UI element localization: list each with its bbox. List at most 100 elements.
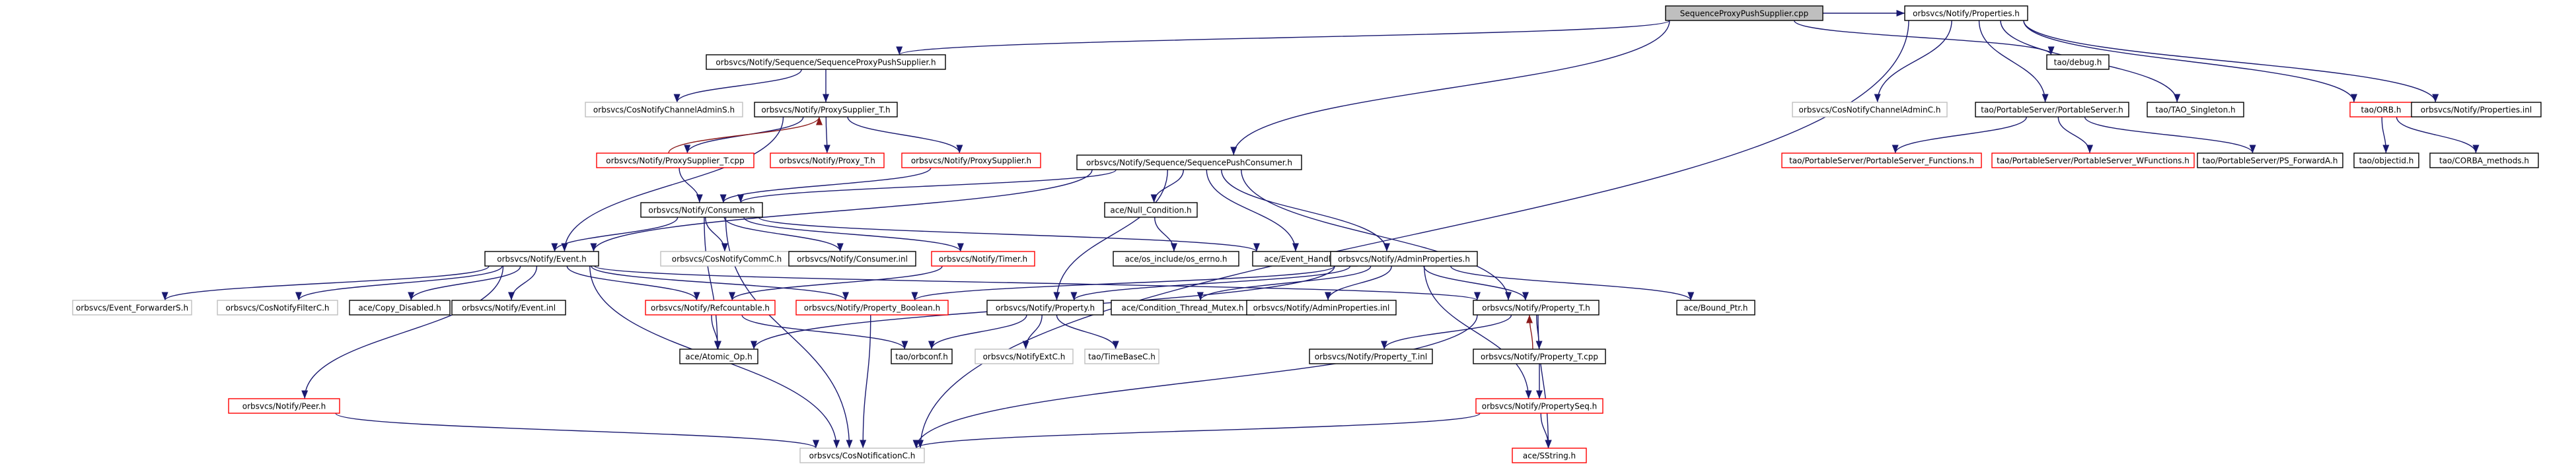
node-ace-condition-thread-mutex-h[interactable]: ace/Condition_Thread_Mutex.h: [1111, 300, 1255, 316]
node-orbsvcs-notify-property-boolean-h[interactable]: orbsvcs/Notify/Property_Boolean.h: [795, 300, 949, 316]
node-box: [1473, 349, 1606, 364]
node-label: orbsvcs/Notify/Proxy_T.h: [779, 156, 875, 166]
node-orbsvcs-notifyextc-h: orbsvcs/NotifyExtC.h: [975, 349, 1074, 364]
node-sequenceproxypushsupplier-cpp[interactable]: SequenceProxyPushSupplier.cpp: [1665, 5, 1823, 21]
node-label: ace/Condition_Thread_Mutex.h: [1122, 304, 1244, 313]
node-box: [986, 300, 1104, 316]
node-orbsvcs-cosnotifychanneladminc-h: orbsvcs/CosNotifyChannelAdminC.h: [1792, 102, 1948, 117]
edge-n7-to-n26: [1241, 169, 1512, 301]
node-tao-orb-h[interactable]: tao/ORB.h: [2349, 102, 2413, 117]
edge-n9-to-n16: [551, 217, 679, 252]
node-orbsvcs-notify-consumer-inl[interactable]: orbsvcs/Notify/Consumer.inl: [788, 251, 916, 267]
node-box: [1904, 5, 2028, 21]
node-orbsvcs-notify-timer-h[interactable]: orbsvcs/Notify/Timer.h: [931, 251, 1035, 267]
node-label: tao/TAO_Singleton.h: [2155, 106, 2235, 115]
node-orbsvcs-notify-sequence-sequenceproxypushsupplier-h[interactable]: orbsvcs/Notify/Sequence/SequenceProxyPus…: [706, 54, 946, 70]
node-orbsvcs-notify-properties-inl[interactable]: orbsvcs/Notify/Properties.inl: [2411, 102, 2542, 117]
node-label: ace/Bound_Ptr.h: [1684, 304, 1748, 313]
edge-n26-to-n36: [912, 314, 1478, 449]
node-orbsvcs-notify-proxysupplier-t-cpp[interactable]: orbsvcs/Notify/ProxySupplier_T.cpp: [596, 152, 754, 168]
node-orbsvcs-notify-property-t-inl[interactable]: orbsvcs/Notify/Property_T.inl: [1309, 349, 1433, 364]
node-label: ace/os_include/os_errno.h: [1124, 255, 1227, 264]
node-tao-orbconf-h[interactable]: tao/orbconf.h: [891, 349, 953, 364]
node-label: orbsvcs/Notify/Sequence/SequenceProxyPus…: [716, 58, 936, 67]
edge-n9-to-n10: [705, 217, 728, 252]
node-orbsvcs-notify-property-t-cpp[interactable]: orbsvcs/Notify/Property_T.cpp: [1473, 349, 1606, 364]
node-orbsvcs-notify-event-inl[interactable]: orbsvcs/Notify/Event.inl: [451, 300, 566, 316]
edge-n16-to-n26: [594, 265, 1481, 301]
edge-n15-to-n22: [911, 265, 1335, 301]
node-orbsvcs-notify-adminproperties-inl[interactable]: orbsvcs/Notify/AdminProperties.inl: [1246, 300, 1397, 316]
node-orbsvcs-cosnotifycommc-h: orbsvcs/CosNotifyCommC.h: [660, 251, 793, 267]
node-box: [596, 152, 754, 168]
node-tao-tao-singleton-h[interactable]: tao/TAO_Singleton.h: [2147, 102, 2244, 117]
node-orbsvcs-notify-consumer-h[interactable]: orbsvcs/Notify/Consumer.h: [640, 202, 763, 218]
node-layer: SequenceProxyPushSupplier.cpp orbsvcs/Not…: [72, 5, 2542, 463]
edge-n4-to-n3: [668, 116, 823, 154]
edge-n8-to-n13: [1154, 217, 1177, 252]
node-label: orbsvcs/CosNotifyCommC.h: [672, 255, 782, 264]
node-label: orbsvcs/Notify/Properties.inl: [2421, 106, 2532, 115]
node-ace-os-include-os-errno-h[interactable]: ace/os_include/os_errno.h: [1113, 251, 1239, 267]
node-label: orbsvcs/CosNotifyChannelAdminS.h: [593, 106, 735, 115]
node-ace-atomic-op-h[interactable]: ace/Atomic_Op.h: [679, 349, 758, 364]
node-label: orbsvcs/Notify/Refcountable.h: [651, 304, 770, 313]
edge-n23-to-n29: [928, 314, 1027, 350]
edge-n23-to-n30: [1022, 314, 1043, 350]
node-orbsvcs-notify-properties-h[interactable]: orbsvcs/Notify/Properties.h: [1904, 5, 2028, 21]
node-tao-portableserver-portableserver-h[interactable]: tao/PortableServer/PortableServer.h: [1975, 102, 2129, 117]
node-ace-sstring-h[interactable]: ace/SString.h: [1512, 448, 1587, 463]
edge-n3-to-n16: [561, 116, 784, 252]
node-label: SequenceProxyPushSupplier.cpp: [1680, 9, 1809, 18]
node-orbsvcs-notify-adminproperties-h[interactable]: orbsvcs/Notify/AdminProperties.h: [1330, 251, 1478, 267]
edge-n16-to-n19: [408, 265, 521, 301]
node-orbsvcs-notify-propertyseq-h[interactable]: orbsvcs/Notify/PropertySeq.h: [1475, 398, 1603, 414]
node-orbsvcs-notify-property-h[interactable]: orbsvcs/Notify/Property.h: [986, 300, 1104, 316]
node-label: orbsvcs/Notify/Event.inl: [462, 304, 556, 313]
node-label: orbsvcs/NotifyExtC.h: [983, 352, 1066, 362]
node-box: [1676, 300, 1755, 316]
node-tao-portableserver-portableserver-wfunctions-h[interactable]: tao/PortableServer/PortableServer_WFunct…: [1991, 152, 2195, 168]
node-label: tao/orbconf.h: [895, 352, 948, 362]
node-orbsvcs-notify-proxysupplier-t-h[interactable]: orbsvcs/Notify/ProxySupplier_T.h: [754, 102, 898, 117]
node-orbsvcs-notify-proxysupplier-h[interactable]: orbsvcs/Notify/ProxySupplier.h: [901, 152, 1041, 168]
node-label: tao/CORBA_methods.h: [2439, 156, 2529, 166]
edge-n34-to-n36: [913, 413, 1481, 449]
node-label: tao/PortableServer/PortableServer_Functi…: [1789, 156, 1974, 166]
node-tao-corba-methods-h[interactable]: tao/CORBA_methods.h: [2429, 152, 2539, 168]
node-box: [754, 102, 898, 117]
node-box: [1076, 154, 1302, 170]
node-tao-objectid-h[interactable]: tao/objectid.h: [2353, 152, 2419, 168]
node-tao-portableserver-ps-forwarda-h[interactable]: tao/PortableServer/PS_ForwardA.h: [2197, 152, 2343, 168]
node-orbsvcs-notify-sequence-sequencepushconsumer-h[interactable]: orbsvcs/Notify/Sequence/SequencePushCons…: [1076, 154, 1302, 170]
edge-n3-to-n5: [823, 116, 830, 154]
edge-n9-to-n14: [758, 217, 1260, 252]
node-box: [679, 349, 758, 364]
node-label: orbsvcs/Notify/Property.h: [996, 304, 1095, 313]
node-label: orbsvcs/CosNotifyFilterC.h: [225, 304, 329, 313]
edge-n7-to-n15: [1221, 169, 1390, 252]
edge-n38-to-n36: [917, 20, 1909, 449]
node-tao-debug-h[interactable]: tao/debug.h: [2046, 54, 2110, 70]
node-box: [2353, 152, 2419, 168]
node-label: orbsvcs/Event_ForwarderS.h: [76, 304, 188, 313]
node-orbsvcs-notify-refcountable-h[interactable]: orbsvcs/Notify/Refcountable.h: [645, 300, 776, 316]
node-ace-bound-ptr-h[interactable]: ace/Bound_Ptr.h: [1676, 300, 1755, 316]
node-ace-null-condition-h[interactable]: ace/Null_Condition.h: [1104, 202, 1198, 218]
node-box: [891, 349, 953, 364]
node-ace-copy-disabled-h[interactable]: ace/Copy_Disabled.h: [349, 300, 451, 316]
node-box: [484, 251, 599, 267]
node-orbsvcs-notify-peer-h[interactable]: orbsvcs/Notify/Peer.h: [228, 398, 340, 414]
node-orbsvcs-notify-property-t-h[interactable]: orbsvcs/Notify/Property_T.h: [1473, 300, 1600, 316]
node-tao-portableserver-portableserver-functions-h[interactable]: tao/PortableServer/PortableServer_Functi…: [1781, 152, 1982, 168]
node-box: [349, 300, 451, 316]
node-label: ace/Event_Handler.h: [1264, 255, 1345, 264]
node-label: orbsvcs/Notify/Consumer.h: [648, 206, 754, 215]
node-orbsvcs-notify-proxy-t-h[interactable]: orbsvcs/Notify/Proxy_T.h: [770, 152, 885, 168]
edge-n9-to-n12: [743, 217, 964, 252]
node-orbsvcs-cosnotificationc-h: orbsvcs/CosNotificationC.h: [799, 448, 925, 463]
edge-root-to-n7: [1230, 20, 1670, 156]
node-orbsvcs-notify-event-h[interactable]: orbsvcs/Notify/Event.h: [484, 251, 599, 267]
node-box: [1475, 398, 1603, 414]
edge-n7-to-n9: [737, 169, 1117, 203]
